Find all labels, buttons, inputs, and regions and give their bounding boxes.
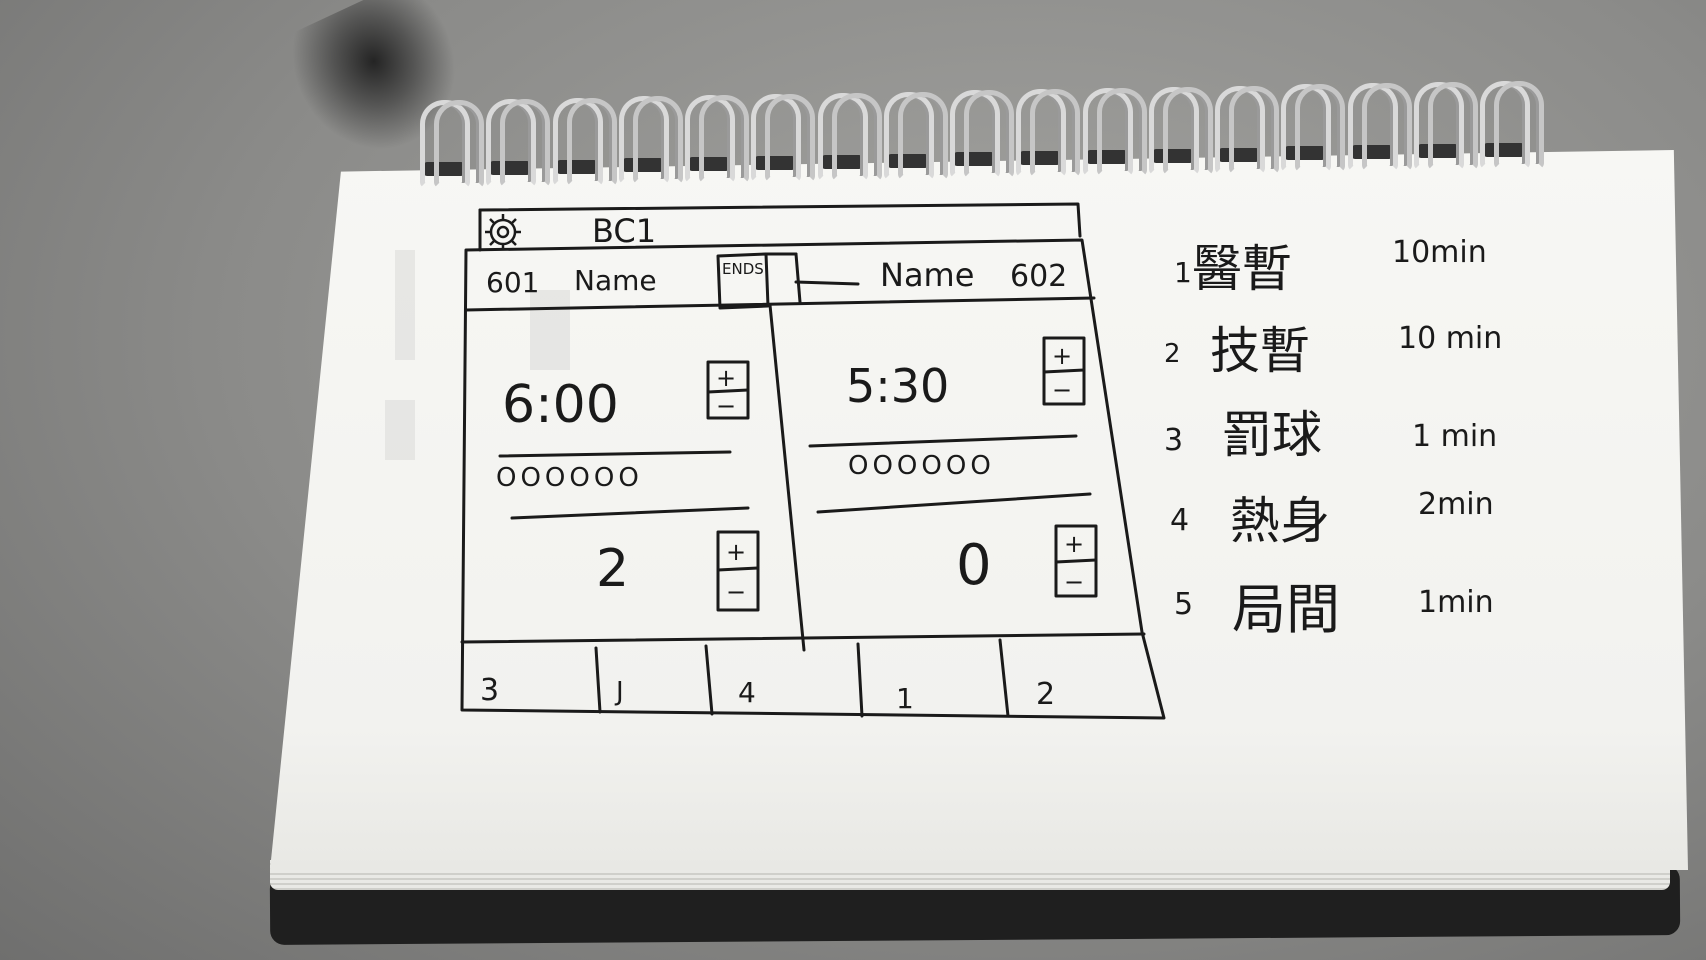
- timeout-label: 醫暫: [1192, 240, 1292, 298]
- spiral-ring: [747, 94, 816, 186]
- team-right-score: 0: [956, 533, 992, 598]
- timeout-label: 局間: [1232, 578, 1340, 641]
- notebook-page: [270, 150, 1688, 870]
- timeout-index: 3: [1164, 423, 1183, 458]
- timeout-label: 熱身: [1230, 492, 1330, 550]
- spiral-ring: [1277, 84, 1346, 176]
- spiral-ring: [482, 98, 551, 191]
- timeout-index: 2: [1164, 339, 1181, 369]
- timeout-index: 4: [1170, 503, 1189, 538]
- bottom-cell-5[interactable]: 2: [1036, 677, 1055, 712]
- team-right-name: Name: [880, 256, 974, 294]
- timeout-duration: 2min: [1418, 487, 1494, 522]
- ghost-writing: [385, 250, 570, 460]
- wireframe-lines: [460, 202, 1166, 720]
- app-title: BC1: [592, 212, 656, 250]
- spiral-ring: [1012, 89, 1081, 181]
- timeout-duration: 1 min: [1412, 419, 1497, 454]
- bottom-cell-3[interactable]: 4: [738, 676, 756, 709]
- spiral-ring: [1476, 80, 1544, 173]
- spiral-ring: [946, 90, 1014, 182]
- right-time-plus-button[interactable]: +: [1052, 342, 1072, 370]
- gear-icon[interactable]: [485, 214, 521, 250]
- team-left-score: 2: [596, 539, 629, 599]
- team-left-fouls: OOOOOO: [496, 463, 643, 493]
- spiral-ring: [1410, 82, 1478, 174]
- right-score-minus-button[interactable]: −: [1064, 568, 1084, 596]
- spiral-ring: [1211, 85, 1279, 178]
- spiral-ring: [416, 100, 484, 192]
- spiral-ring: [814, 92, 882, 185]
- left-time-minus-button[interactable]: −: [716, 392, 736, 420]
- right-time-minus-button[interactable]: −: [1052, 376, 1072, 404]
- team-right-number: 602: [1010, 259, 1067, 294]
- left-score-plus-button[interactable]: +: [726, 538, 746, 566]
- left-score-minus-button[interactable]: −: [726, 578, 746, 606]
- bottom-cell-2[interactable]: J: [614, 677, 624, 707]
- bottom-cell-4[interactable]: 1: [896, 682, 914, 715]
- spiral-ring: [549, 97, 617, 190]
- timeout-duration: 10min: [1392, 235, 1487, 270]
- timeout-list: 1 醫暫 10min 2 技暫 10 min 3 罰球 1 min 4 熱身 2…: [1164, 235, 1502, 641]
- timeout-label: 技暫: [1210, 322, 1310, 380]
- team-right-fouls: OOOOOO: [848, 451, 995, 481]
- team-left-name: Name: [574, 264, 657, 297]
- timeout-index: 1: [1174, 256, 1192, 289]
- ends-button-label[interactable]: ENDS: [722, 260, 764, 278]
- spiral-ring: [1079, 88, 1147, 180]
- team-left-time: 6:00: [502, 375, 619, 435]
- timeout-label: 罰球: [1222, 406, 1322, 464]
- spiral-ring: [1145, 86, 1213, 179]
- timeout-index: 5: [1174, 587, 1193, 622]
- team-left-number: 601: [486, 266, 539, 299]
- timeout-duration: 1min: [1418, 585, 1494, 620]
- spiral-ring: [1344, 83, 1412, 175]
- bottom-cell-1[interactable]: 3: [480, 673, 499, 708]
- spiral-ring: [880, 91, 948, 184]
- timeout-duration: 10 min: [1398, 321, 1502, 356]
- left-time-plus-button[interactable]: +: [716, 364, 736, 392]
- spiral-ring: [615, 96, 683, 188]
- spiral-ring: [681, 95, 749, 187]
- team-right-time: 5:30: [846, 359, 949, 413]
- right-score-plus-button[interactable]: +: [1064, 530, 1084, 558]
